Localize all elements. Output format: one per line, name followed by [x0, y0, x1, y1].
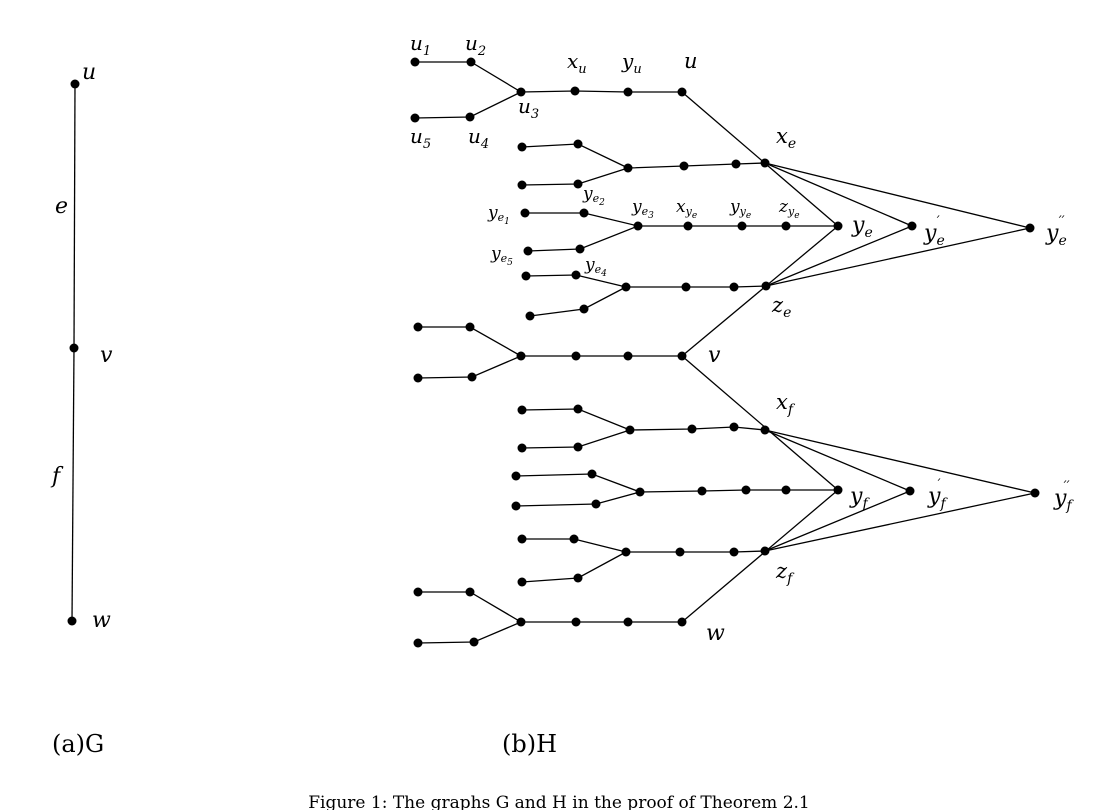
edge-f	[71, 347, 75, 622]
label-w-h: w	[706, 621, 725, 646]
label-xye: xye	[676, 197, 697, 221]
label-yye: yye	[729, 197, 751, 221]
label-xu: xu	[567, 49, 587, 77]
label-u-h: u	[684, 49, 698, 73]
label-f: f	[50, 464, 64, 489]
label-ye-double-prime: ye′′	[1045, 214, 1067, 249]
label-u4: u4	[468, 124, 489, 152]
label-u2: u2	[465, 31, 486, 59]
label-ye4: ye4	[584, 255, 607, 279]
figure-caption: Figure 1: The graphs G and H in the proo…	[308, 793, 810, 810]
label-v-h: v	[708, 343, 721, 368]
label-ye-prime: ye′	[923, 214, 945, 249]
caption-b: (b)H	[502, 730, 557, 758]
label-yf: yf	[849, 484, 870, 512]
label-u1: u1	[410, 31, 431, 59]
label-u: u	[82, 60, 96, 85]
vertex-w	[67, 616, 77, 626]
label-ye2: ye2	[582, 184, 605, 208]
label-zye: zye	[778, 197, 800, 221]
graph-h-edges	[414, 61, 1036, 644]
label-zf: zf	[775, 559, 795, 587]
label-ye3: ye3	[631, 197, 654, 221]
label-w: w	[92, 608, 111, 633]
vertex-v	[69, 343, 79, 353]
label-e: e	[55, 194, 68, 219]
label-ze: ze	[771, 293, 791, 321]
vertex-u	[70, 79, 80, 89]
graph-h-vertices	[410, 57, 1040, 648]
label-yf-double-prime: yf′′	[1053, 479, 1074, 514]
graph-g-vertices	[67, 79, 80, 626]
label-yf-prime: yf′	[927, 477, 948, 512]
caption-a: (a)G	[52, 730, 104, 758]
label-ye: ye	[851, 213, 873, 241]
label-ye1: ye1	[487, 203, 510, 227]
label-xe: xe	[776, 124, 796, 152]
label-u5: u5	[410, 124, 431, 152]
label-u3: u3	[518, 94, 539, 122]
label-yu: yu	[621, 49, 642, 77]
label-xf: xf	[776, 390, 796, 418]
label-ye5: ye5	[490, 244, 513, 268]
graph-g	[71, 83, 76, 622]
graph-h-labels: u1 u2 u3 u4 u5 xu yu u xe ye1 ye2 ye3 ye…	[410, 31, 1074, 646]
label-v: v	[100, 343, 113, 368]
edge-e	[73, 83, 76, 349]
